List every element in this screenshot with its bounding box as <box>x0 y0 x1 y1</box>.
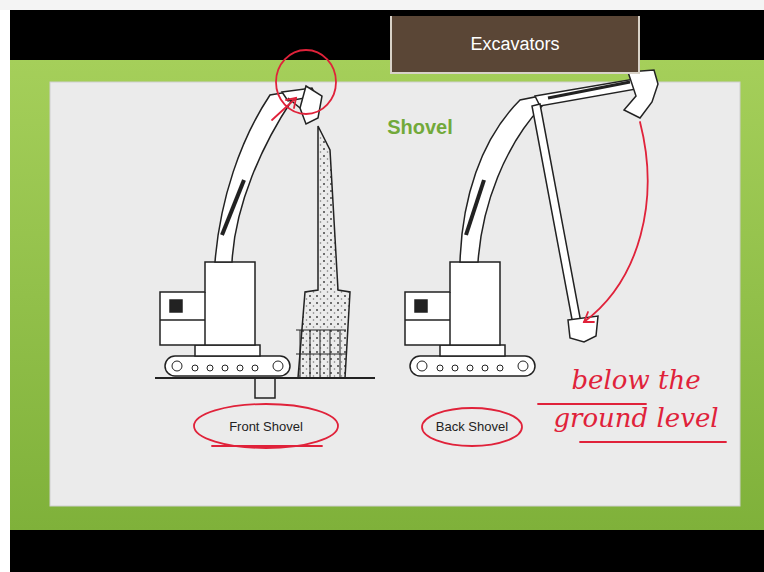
green-ground <box>10 60 764 530</box>
top-band <box>10 10 764 60</box>
figure-caption: Front Shovel <box>229 418 303 437</box>
header-tab: Excavators <box>390 16 640 74</box>
bottom-band <box>10 530 764 572</box>
handwritten-note: below the ground level <box>541 362 731 437</box>
figure-caption: Back Shovel <box>436 418 508 437</box>
tab-label: Excavators <box>470 34 559 55</box>
slide-panel <box>50 82 740 506</box>
slide-title: Shovel <box>387 116 453 139</box>
front-shovel-figure <box>155 86 375 398</box>
back-shovel-figure <box>405 70 658 376</box>
top-strip <box>0 0 764 10</box>
